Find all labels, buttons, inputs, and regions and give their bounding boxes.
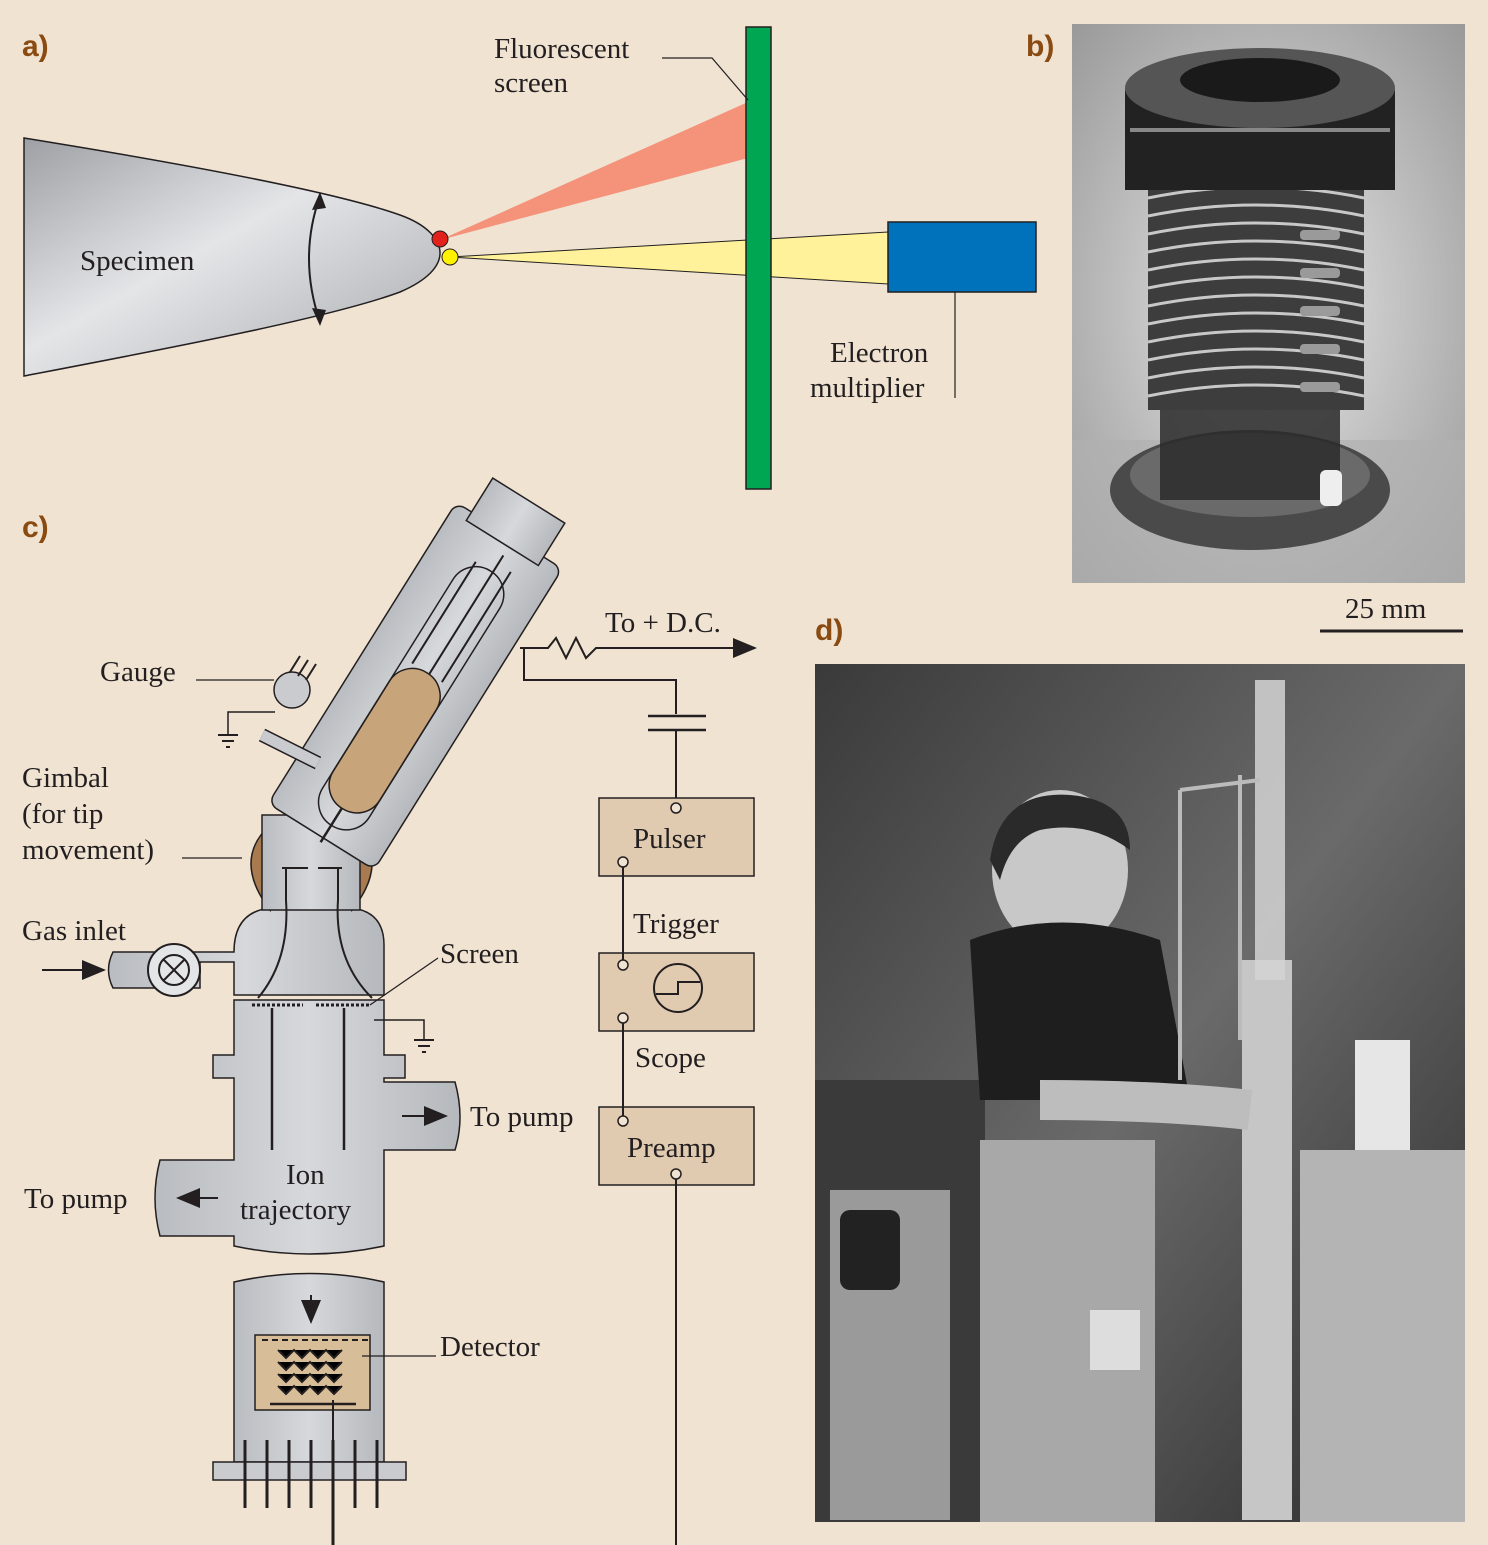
detector-element — [254, 1334, 371, 1411]
panel-b-photo: b) 25 mm — [1026, 24, 1465, 633]
specimen-label: Specimen — [80, 245, 195, 277]
white-insulator — [1320, 470, 1342, 506]
scope-trace — [656, 981, 700, 995]
mcp-channels — [277, 1348, 343, 1396]
detector-label: Detector — [440, 1331, 540, 1363]
multiplier-label-line1: Electron — [830, 337, 929, 369]
gas-inlet-label: Gas inlet — [22, 915, 126, 947]
right-cabinet — [1300, 1150, 1465, 1522]
gimbal-label-line1: Gimbal — [22, 762, 109, 794]
scale-bar-label: 25 mm — [1345, 593, 1427, 625]
vacuum-column-upper — [1255, 680, 1285, 980]
signal-wire — [332, 1179, 677, 1545]
to-dc-label: To + D.C. — [605, 607, 721, 639]
to-pump-right-label: To pump — [470, 1101, 574, 1133]
gauge-ground-icon — [218, 734, 238, 748]
meter-face — [1090, 1310, 1140, 1370]
cold-trap — [1355, 1040, 1410, 1150]
aperture-electrode — [257, 867, 373, 999]
specimen-cone — [23, 137, 441, 377]
screen-leader-line — [369, 957, 439, 1006]
capacitor-symbol — [648, 714, 706, 732]
panel-label-a: a) — [22, 30, 49, 63]
panel-c-diagram: c) — [22, 477, 757, 1545]
angle-arc-arrow — [308, 195, 321, 323]
person-hair — [990, 794, 1130, 880]
pulser-label: Pulser — [633, 823, 706, 855]
vacuum-column — [1242, 960, 1292, 1520]
cryostat-dewar — [271, 477, 566, 867]
electron-multiplier-block — [887, 221, 1037, 293]
fluorescent-leader-line — [662, 57, 749, 101]
multiplier-label-line2: multiplier — [810, 372, 925, 404]
support-stand — [1178, 775, 1261, 1080]
main-chamber — [154, 999, 461, 1255]
gimbal-label-line3: movement) — [22, 834, 154, 866]
ion-beam-cone — [440, 102, 748, 240]
person-body — [970, 922, 1190, 1100]
gas-valve-cross — [162, 958, 186, 982]
angle-arrowhead-top — [312, 192, 326, 210]
panel-label-d: d) — [815, 614, 843, 647]
red-ion-dot — [431, 230, 449, 248]
trigger-label: Trigger — [633, 908, 719, 940]
gauge-bulb — [273, 671, 311, 709]
fluorescent-label-line2: screen — [494, 67, 569, 99]
gauge-label: Gauge — [100, 656, 176, 688]
hv-wire — [520, 635, 757, 661]
electron-beam-cone — [449, 231, 889, 285]
side-arm-tube — [1039, 1080, 1253, 1130]
gauge-ground-wire — [227, 711, 275, 735]
screen-ground-icon — [414, 1039, 434, 1053]
scope-display-icon — [653, 963, 703, 1013]
gas-valve-inner — [158, 954, 190, 986]
resistor-chain — [1300, 230, 1340, 392]
panel-label-c: c) — [22, 511, 49, 544]
ion-trajectory-label-line1: Ion — [286, 1159, 325, 1191]
yellow-ion-dot — [441, 248, 459, 266]
gauge-arm-fill — [259, 730, 321, 768]
gauge-terminals — [289, 655, 317, 681]
ion-trajectory-label-line2: trajectory — [240, 1194, 352, 1226]
coupling-wire — [523, 648, 677, 714]
angle-arrowhead-bottom — [312, 308, 326, 326]
oscilloscope-screen — [840, 1210, 900, 1290]
panel-d-photo: d) — [815, 614, 1465, 1522]
screen-label: Screen — [440, 938, 519, 970]
panel-a-diagram: a) Specimen Fluorescent screen Electron … — [22, 26, 1037, 490]
panel-label-b: b) — [1026, 30, 1054, 63]
gimbal-label-line2: (for tip — [22, 798, 103, 830]
screen-ground-wire — [374, 1019, 425, 1040]
to-pump-left-label: To pump — [24, 1183, 128, 1215]
support-rods — [1160, 400, 1340, 500]
fluorescent-label-line1: Fluorescent — [494, 33, 629, 65]
fluorescent-screen-plate — [745, 26, 772, 490]
preamp-label: Preamp — [627, 1132, 716, 1164]
top-ring-aperture — [1180, 58, 1340, 102]
ion-flight-tube — [270, 1008, 346, 1150]
scope-label: Scope — [635, 1042, 706, 1074]
